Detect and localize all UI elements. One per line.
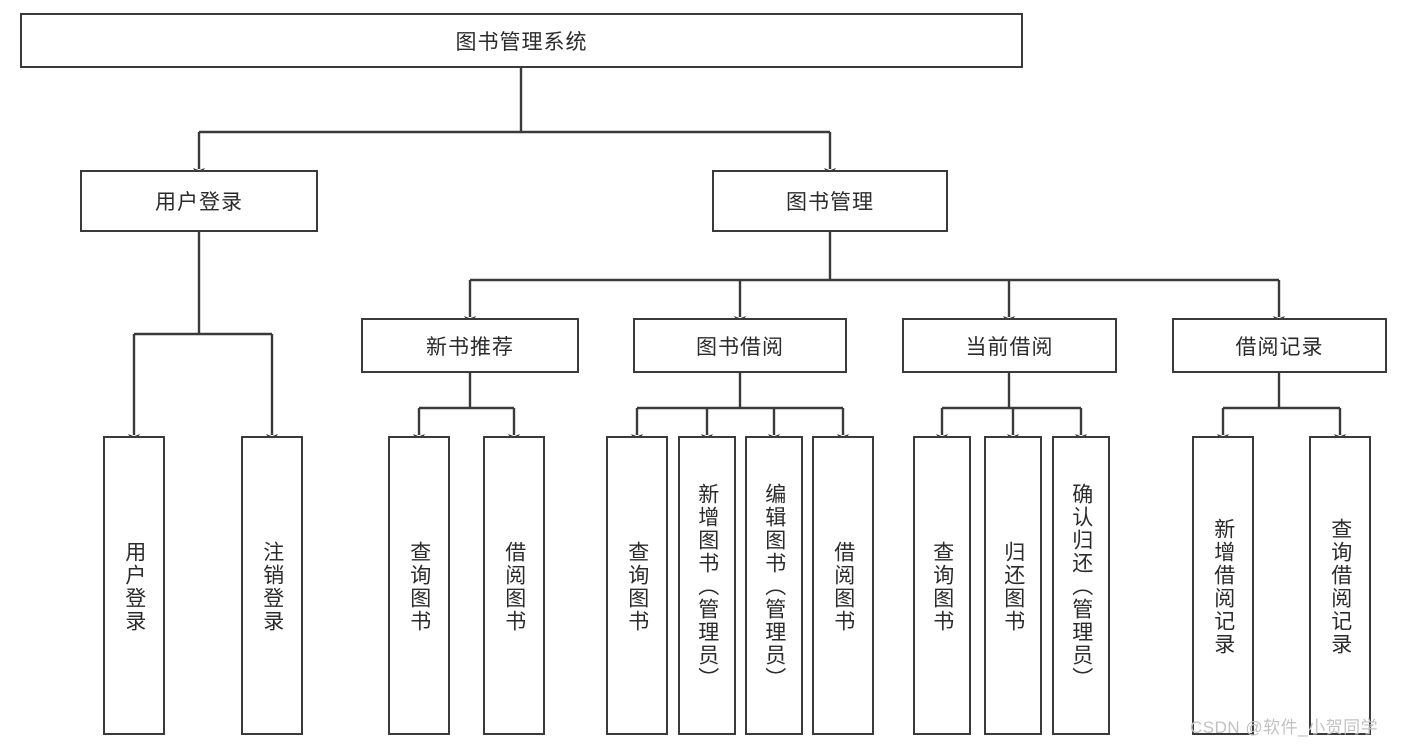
- watermark-text: CSDN @软件_小贺同学: [1190, 718, 1379, 737]
- node-label: 图书管理系统: [455, 30, 588, 54]
- level1-node[interactable]: 用户登录: [80, 170, 318, 232]
- level1-node[interactable]: 图书管理: [712, 170, 948, 232]
- level2-node[interactable]: 当前借阅: [902, 318, 1117, 373]
- node-label: 查询图书: [930, 540, 954, 633]
- leaf-node[interactable]: 查询图书: [606, 436, 668, 735]
- node-label: 查询借阅记录: [1328, 517, 1352, 656]
- node-label: 图书借阅: [696, 335, 784, 359]
- leaf-node[interactable]: 新增借阅记录: [1192, 436, 1254, 735]
- level2-node[interactable]: 新书推荐: [361, 318, 579, 373]
- node-label: 借阅图书: [831, 540, 855, 633]
- node-label: 新增图书（管理员）: [695, 483, 719, 690]
- node-label: 新增借阅记录: [1211, 517, 1235, 656]
- node-label: 图书管理: [786, 191, 874, 214]
- node-label: 借阅记录: [1235, 335, 1324, 359]
- leaf-node[interactable]: 新增图书（管理员）: [678, 436, 736, 735]
- leaf-node[interactable]: 用户登录: [103, 436, 165, 735]
- node-label: 查询图书: [407, 540, 431, 633]
- leaf-node[interactable]: 编辑图书（管理员）: [745, 436, 803, 735]
- leaf-node[interactable]: 确认归还（管理员）: [1052, 436, 1110, 735]
- leaf-node[interactable]: 查询图书: [913, 436, 971, 735]
- node-label: 归还图书: [1001, 540, 1025, 633]
- node-label: 注销登录: [260, 540, 284, 633]
- leaf-node[interactable]: 借阅图书: [812, 436, 874, 735]
- leaf-node[interactable]: 注销登录: [241, 436, 303, 735]
- node-label: 用户登录: [122, 540, 146, 633]
- level2-node[interactable]: 借阅记录: [1172, 318, 1387, 373]
- node-label: 编辑图书（管理员）: [762, 483, 786, 690]
- node-label: 确认归还（管理员）: [1069, 483, 1093, 690]
- node-label: 查询图书: [625, 540, 649, 633]
- node-label: 借阅图书: [502, 540, 526, 633]
- node-label: 新书推荐: [426, 335, 514, 359]
- leaf-node[interactable]: 查询借阅记录: [1309, 436, 1371, 735]
- leaf-node[interactable]: 归还图书: [984, 436, 1042, 735]
- root-node[interactable]: 图书管理系统: [20, 13, 1023, 68]
- leaf-node[interactable]: 查询图书: [388, 436, 450, 735]
- node-label: 用户登录: [155, 191, 243, 214]
- level2-node[interactable]: 图书借阅: [633, 318, 847, 373]
- node-label: 当前借阅: [965, 335, 1054, 359]
- leaf-node[interactable]: 借阅图书: [483, 436, 545, 735]
